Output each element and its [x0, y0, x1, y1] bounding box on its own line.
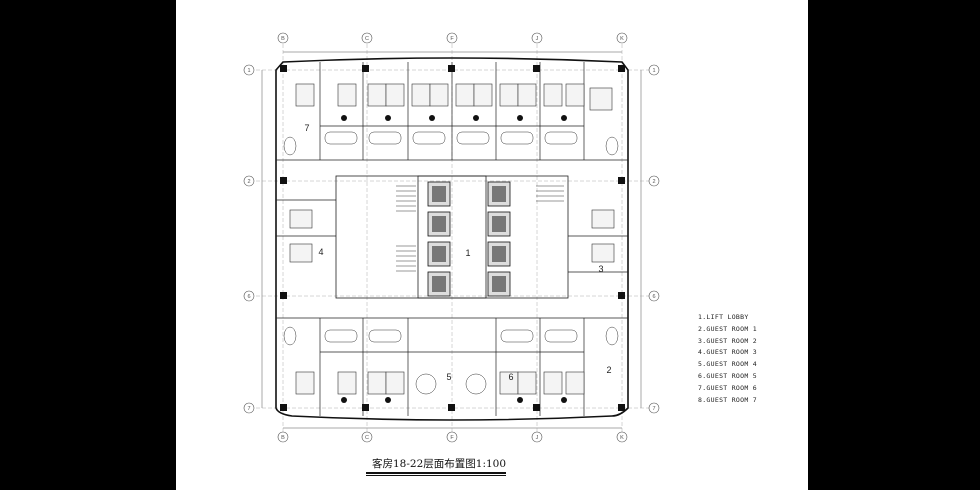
legend-item: 8.GUEST ROOM 7 [698, 395, 757, 404]
room-number: 4 [318, 247, 323, 257]
grid-label-row: 7 [247, 406, 250, 412]
grid-label-col: K [620, 435, 624, 441]
grid-label-row: 6 [652, 294, 655, 300]
grid-labels: B C F J K B C F J K 1 2 6 7 1 2 6 7 [247, 36, 655, 441]
grid-label-row: 1 [247, 68, 250, 74]
title-underline [366, 472, 506, 474]
legend-item: 5.GUEST ROOM 4 [698, 360, 757, 369]
grid-label-row: 1 [652, 68, 655, 74]
grid-label-col: J [536, 435, 539, 441]
grid-label-row: 2 [247, 179, 250, 185]
grid-label-row: 6 [247, 294, 250, 300]
legend: 1.LIFT LOBBY 2.GUEST ROOM 1 3.GUEST ROOM… [698, 312, 757, 406]
grid-label-col: C [365, 435, 369, 441]
room-number: 2 [606, 365, 611, 375]
grid-label-row: 2 [652, 179, 655, 185]
room-number: 5 [446, 372, 451, 382]
drawing-title: 客房18-22层面布置图1:100 [372, 458, 507, 470]
legend-item: 7.GUEST ROOM 6 [698, 383, 757, 392]
legend-item: 1.LIFT LOBBY [698, 313, 749, 321]
legend-item: 6.GUEST ROOM 5 [698, 371, 757, 380]
grid-label-col: F [450, 36, 454, 42]
grid-label-row: 7 [652, 406, 655, 412]
legend-item: 3.GUEST ROOM 2 [698, 336, 757, 345]
grid-label-col: C [365, 36, 369, 42]
title-underline-thin [366, 475, 506, 476]
room-number: 1 [465, 248, 470, 258]
grid-label-col: B [281, 435, 285, 441]
grid-label-col: F [450, 435, 454, 441]
room-number: 3 [598, 264, 603, 274]
room-number-labels: 1 2 3 4 5 6 7 [304, 123, 611, 382]
grid-label-col: B [281, 36, 285, 42]
legend-item: 4.GUEST ROOM 3 [698, 348, 757, 357]
grid-label-col: J [536, 36, 539, 42]
grid-label-col: K [620, 36, 624, 42]
room-number: 7 [304, 123, 309, 133]
legend-item: 2.GUEST ROOM 1 [698, 324, 757, 333]
room-number: 6 [508, 372, 513, 382]
